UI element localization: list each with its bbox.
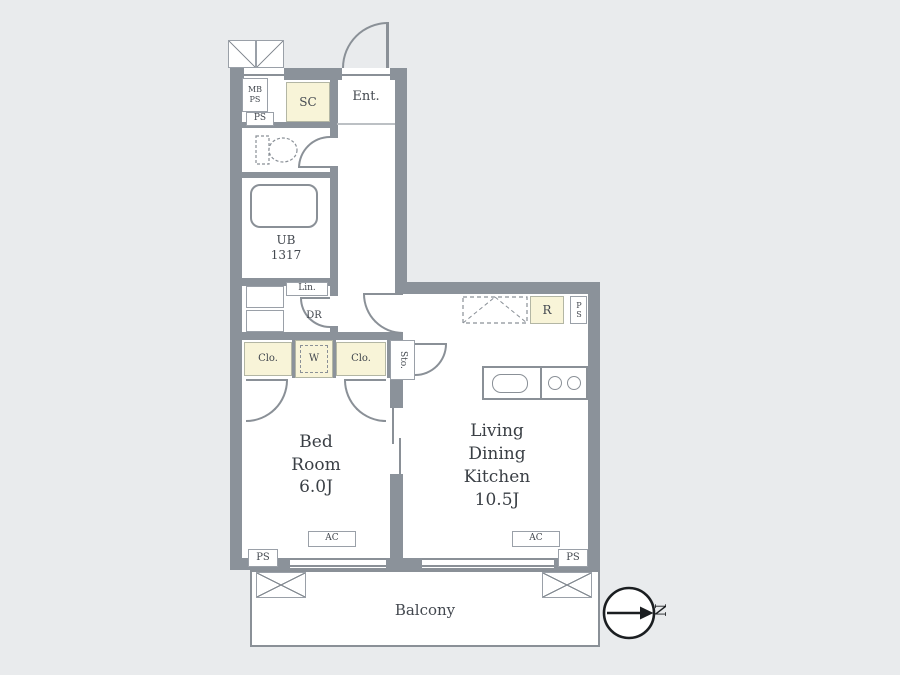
bathtub-icon: [250, 184, 318, 228]
ac-ldk-label: AC: [512, 531, 560, 547]
linen-shelf-box: [246, 286, 284, 308]
wall-dr-hall-a: [330, 286, 338, 296]
ldk-window: [422, 558, 554, 570]
balcony-partition-right-icon: [542, 572, 592, 598]
meter-box-door-right: [256, 40, 284, 68]
kitchen-sink-icon: [492, 374, 528, 393]
door-leaf-icon: [256, 40, 284, 68]
washer-pan-icon: [300, 345, 328, 373]
ldk-door-leaf: [363, 293, 403, 295]
dr-label: DR: [306, 309, 322, 321]
meter-box-label: MB PS: [242, 78, 268, 112]
pipe-space-kitchen-label: PS: [570, 296, 587, 324]
bedroom-window: [290, 558, 386, 570]
ldk-label: Living Dining Kitchen 10.5J: [463, 421, 531, 510]
wall-closet-row-top: [242, 332, 403, 340]
storage-door-leaf: [415, 343, 447, 345]
window-line: [290, 565, 386, 567]
closet-left-door-leaf: [246, 379, 288, 381]
ldk-floor: [395, 282, 600, 570]
door-leaf-icon: [228, 40, 256, 68]
storage-label: Sto.: [390, 340, 415, 380]
wall-bed-ldk-b: [390, 474, 403, 558]
compass-icon: [602, 586, 656, 640]
wall-wing-right: [395, 68, 407, 294]
pipe-space-bottom-right-label: PS: [558, 549, 588, 567]
pipe-space-top-label: PS: [246, 112, 274, 126]
washer-space: [295, 340, 333, 378]
stove-burner-icon: [567, 376, 581, 390]
window-line: [422, 565, 554, 567]
stove-burner-icon: [548, 376, 562, 390]
dr-door-leaf: [300, 297, 330, 299]
wall-toilet-bath: [242, 172, 330, 178]
closet-left-label: Clo.: [244, 342, 292, 376]
toilet-door-leaf: [298, 166, 330, 168]
balcony-label: Balcony: [394, 600, 456, 619]
ac-bedroom-label: AC: [308, 531, 356, 547]
wall-closet-divider-3: [387, 340, 390, 378]
linen-shelf-box: [246, 310, 284, 332]
wall-bottom-2: [386, 558, 422, 570]
closet-right-door-leaf: [344, 379, 386, 381]
shoe-closet-label: SC: [286, 82, 330, 122]
wall-bath-hall: [330, 178, 338, 278]
wall-bed-ldk-a: [390, 380, 403, 408]
closet-right-label: Clo.: [336, 342, 386, 376]
entrance-door-arc-icon: [342, 22, 388, 68]
meter-box-door-left: [228, 40, 256, 68]
balcony-area: Balcony: [250, 570, 600, 647]
pipe-space-bottom-left-label: PS: [248, 549, 278, 567]
unit-bath-label: UB 1317: [270, 233, 302, 262]
toilet-icon: [255, 135, 298, 165]
entrance-label: Ent.: [352, 88, 380, 104]
wall-right: [588, 282, 600, 570]
wall-left: [230, 68, 242, 570]
wall-closet-divider-2: [333, 340, 336, 378]
wall-toilet-hall-a: [330, 122, 338, 138]
wall-sc-toilet: [242, 122, 330, 128]
linen-label: Lin.: [286, 282, 328, 296]
wall-toilet-hall-b: [330, 166, 338, 178]
wall-top-2: [284, 68, 342, 80]
sliding-door-panel-2: [399, 438, 401, 474]
wall-top-1: [230, 68, 244, 80]
bedroom-label: Bed Room 6.0J: [291, 431, 341, 498]
meter-box-threshold: [244, 74, 284, 76]
fridge-label: R: [530, 296, 564, 324]
wall-ldk-top: [395, 282, 600, 294]
wall-sc-entrance: [330, 80, 338, 122]
washer-label: W: [308, 352, 320, 364]
sliding-door-panel-1: [392, 408, 394, 444]
entrance-step-line: [337, 123, 395, 125]
compass-north-label: N: [651, 603, 670, 617]
balcony-partition-left-icon: [256, 572, 306, 598]
wall-dr-hall-b: [330, 326, 338, 332]
kitchen-cupboard-icon: [462, 296, 528, 324]
wall-closet-divider-1: [292, 340, 295, 378]
entrance-threshold: [342, 74, 390, 76]
